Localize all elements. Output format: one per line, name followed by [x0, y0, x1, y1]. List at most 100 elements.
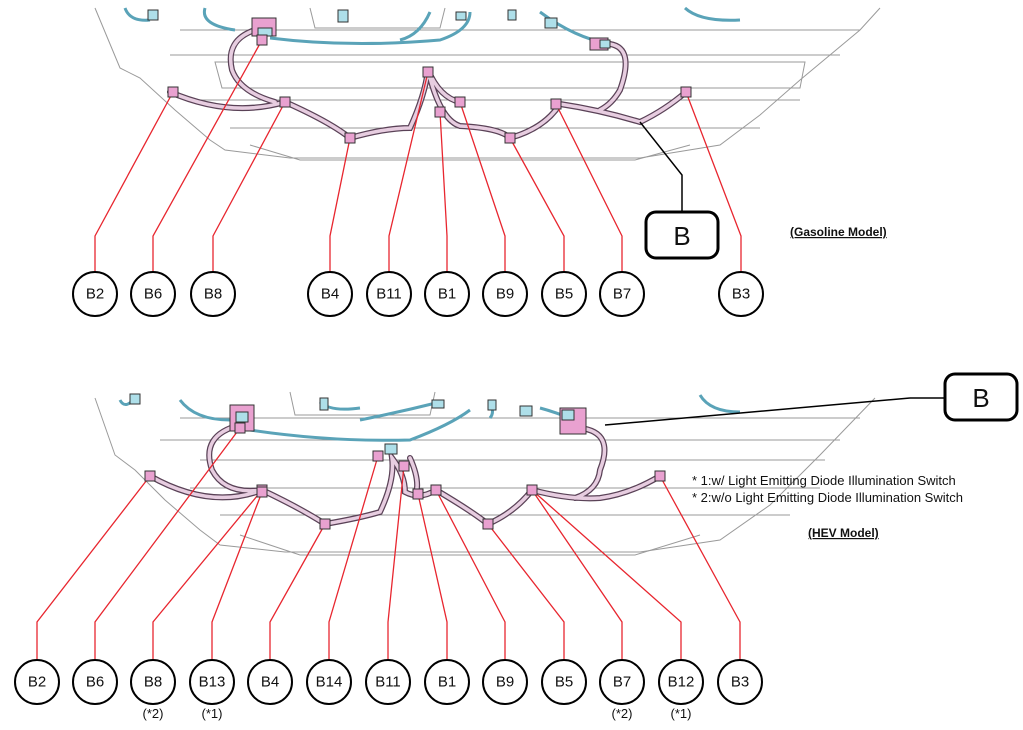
- bubble-circle: [130, 271, 176, 317]
- bubble-label: B2: [86, 286, 104, 303]
- bubble-circle: [541, 659, 587, 705]
- leader-line-b8: [152, 489, 263, 660]
- leader-line-b7: [555, 103, 623, 272]
- bubble-label: B9: [496, 286, 514, 303]
- connector-marker-b3: [680, 86, 692, 98]
- bubble-circle: [189, 659, 235, 705]
- bubble-label: B3: [732, 286, 750, 303]
- bubble-label: B8: [144, 674, 162, 691]
- connector-marker-b2: [167, 86, 179, 98]
- bubble-label: B5: [555, 286, 573, 303]
- bubble-label: B12: [668, 674, 695, 691]
- bubble-circle: [599, 659, 645, 705]
- hev-legend-line-1: * 1:w/ Light Emitting Diode Illumination…: [692, 473, 956, 488]
- leader-line-b5: [509, 137, 565, 272]
- bubble-label: B14: [316, 674, 343, 691]
- leader-line-b5: [487, 523, 565, 660]
- hev-legend-line-2: * 2:w/o Light Emitting Diode Illuminatio…: [692, 490, 963, 505]
- bubble-note-b8: (*2): [143, 706, 164, 721]
- leader-line-b6: [152, 39, 263, 272]
- connector-marker-b2: [144, 470, 156, 482]
- bubble-label: B2: [28, 674, 46, 691]
- bubble-label: B6: [86, 674, 104, 691]
- bubble-note-b13: (*1): [202, 706, 223, 721]
- connector-marker-b6: [234, 422, 246, 434]
- connector-marker-b7: [550, 98, 562, 110]
- leader-line-b7: [531, 489, 623, 660]
- connector-marker-b14: [372, 450, 384, 462]
- leader-line-b14: [328, 455, 379, 660]
- connector-bubble-b4: B4: [307, 271, 353, 317]
- gasoline-group-callout: B: [639, 121, 720, 260]
- gasoline-connector-blocks: [147, 9, 611, 51]
- bubble-label: B11: [375, 674, 401, 691]
- leader-line-b6: [94, 427, 241, 660]
- connector-bubble-b5: B5: [541, 659, 587, 705]
- connector-bubble-b12: B12(*1): [658, 659, 704, 721]
- leader-line-b2: [94, 91, 174, 272]
- gasoline-leader-lines: [94, 34, 742, 272]
- connector-bubble-b3: B3: [718, 271, 764, 317]
- leader-line-b3: [659, 475, 741, 660]
- bubble-label: B3: [731, 674, 749, 691]
- gasoline-group-box: [644, 210, 720, 260]
- connector-marker-b13: [256, 486, 268, 498]
- hev-group-box: [943, 372, 1019, 422]
- connector-bubble-b2: B2: [72, 271, 118, 317]
- bubble-circle: [130, 659, 176, 705]
- connector-bubble-b8: B8: [190, 271, 236, 317]
- connector-marker-b4: [344, 132, 356, 144]
- connector-bubble-b9: B9: [482, 659, 528, 705]
- bubble-circle: [482, 659, 528, 705]
- leader-line-b3: [685, 91, 742, 272]
- connector-bubble-b8: B8 (*2): [130, 659, 176, 721]
- gasoline-harness: [167, 27, 689, 142]
- bubble-label: B8: [204, 286, 222, 303]
- bubble-circle: [247, 659, 293, 705]
- connector-marker-b9: [430, 484, 442, 496]
- bubble-circle: [482, 271, 528, 317]
- bubble-label: B1: [438, 674, 456, 691]
- connector-bubble-b11: B11: [366, 271, 412, 317]
- connector-bubble-b4: B4: [247, 659, 293, 705]
- bubble-circle: [717, 659, 763, 705]
- bubble-circle: [424, 271, 470, 317]
- bubble-circle: [72, 659, 118, 705]
- connector-marker-b9: [454, 96, 466, 108]
- connector-bubble-b11: B11: [365, 659, 411, 705]
- connector-bubble-b3: B3: [717, 659, 763, 705]
- leader-line-b11: [388, 71, 429, 272]
- bubble-label: B4: [261, 674, 279, 691]
- bubble-circle: [424, 659, 470, 705]
- leader-line-b4: [269, 523, 326, 660]
- bubble-circle: [599, 271, 645, 317]
- connector-marker-b1: [434, 106, 446, 118]
- connector-bubble-b1: B1: [424, 659, 470, 705]
- hev-group-callout: B: [604, 372, 1019, 426]
- connector-bubble-b7: B7(*2): [599, 659, 645, 721]
- bubble-circle: [14, 659, 60, 705]
- connector-bubble-b1: B1: [424, 271, 470, 317]
- bubble-circle: [365, 659, 411, 705]
- connector-bubble-b14: B14: [306, 659, 352, 705]
- connector-bubble-b6: B6: [130, 271, 176, 317]
- bubble-label: B11: [376, 286, 402, 303]
- hev-group-label: B: [972, 383, 989, 413]
- leader-line-b12: [531, 489, 682, 660]
- leader-line-b8: [212, 101, 286, 272]
- gasoline-vehicle-body: [94, 7, 881, 161]
- leader-line-b9: [435, 489, 506, 660]
- hev-connector-blocks: [129, 393, 587, 455]
- bubble-label: B5: [555, 674, 573, 691]
- bubble-label: B9: [496, 674, 514, 691]
- bubble-label: B4: [321, 286, 339, 303]
- bubble-label: B6: [144, 286, 162, 303]
- leader-line-b1: [439, 111, 448, 272]
- bubble-note-b7: (*2): [612, 706, 633, 721]
- connector-marker-b11: [422, 66, 434, 78]
- connector-bubble-b13: B13(*1): [189, 659, 235, 721]
- connector-marker-b4: [319, 518, 331, 530]
- bubble-circle: [366, 271, 412, 317]
- leader-line-b1: [417, 493, 448, 660]
